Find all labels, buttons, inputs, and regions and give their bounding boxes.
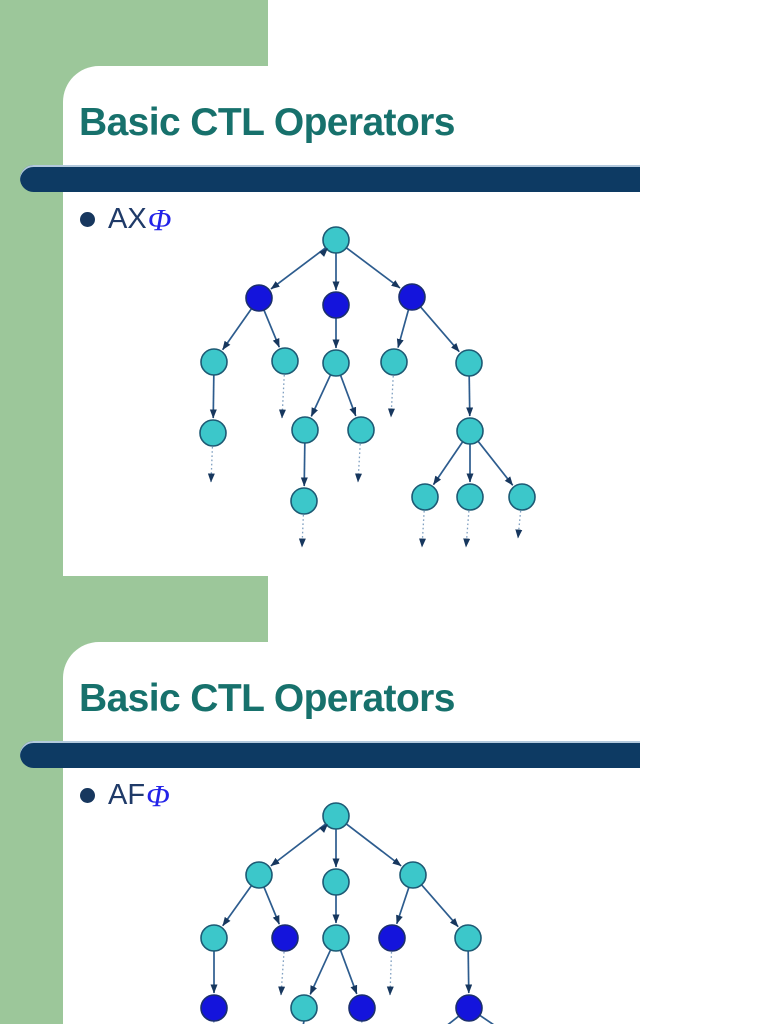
slide-2: Basic CTL Operators AF Φ (0, 576, 768, 1024)
tree-edge (345, 823, 402, 867)
tree-dotted-continuation (463, 510, 471, 548)
tree-edge (209, 374, 217, 419)
slide-title: Basic CTL Operators (79, 677, 455, 720)
tree-edge (263, 309, 281, 348)
state-node-blue (348, 994, 376, 1022)
tree-edge (420, 884, 459, 928)
tree-dotted-continuation (354, 443, 362, 483)
state-node-cyan (399, 861, 427, 889)
tree-edge (310, 374, 332, 417)
tree-clipped-stub (212, 1020, 215, 1024)
state-node-cyan (380, 348, 408, 376)
state-node-blue (455, 994, 483, 1022)
tree-edge (221, 308, 253, 351)
state-node-cyan (454, 924, 482, 952)
state-node-cyan (456, 417, 484, 445)
slide-1: Basic CTL Operators AX Φ (0, 0, 640, 576)
ctl-tree-diagram-af (200, 802, 495, 1024)
state-node-blue (378, 924, 406, 952)
tree-edge (270, 823, 327, 867)
title-underline-bar (20, 165, 640, 192)
tree-dotted-continuation (386, 951, 394, 996)
tree-edge (396, 309, 410, 349)
state-node-cyan (322, 349, 350, 377)
state-node-cyan (322, 226, 350, 254)
tree-dotted-continuation (278, 951, 286, 996)
state-node-cyan (456, 483, 484, 511)
state-node-cyan (411, 483, 439, 511)
tree-edge (432, 441, 464, 486)
bullet-dot (80, 211, 95, 227)
state-node-cyan (271, 347, 299, 375)
tree-edge (345, 247, 401, 289)
tree-edge (419, 306, 460, 353)
state-node-cyan (508, 483, 536, 511)
tree-edge (477, 440, 514, 486)
state-node-blue (322, 291, 350, 319)
tree-edge (309, 949, 332, 995)
root-incoming-arrowhead (319, 824, 328, 833)
tree-clipped-branch (479, 1014, 495, 1024)
state-node-cyan (322, 802, 350, 830)
state-node-cyan (199, 419, 227, 447)
tree-edge (395, 887, 410, 925)
title-underline-bar (20, 741, 640, 768)
root-incoming-arrowhead (319, 248, 328, 257)
state-node-cyan (290, 487, 318, 515)
tree-dotted-continuation (387, 375, 395, 418)
bullet-item: AF Φ (80, 777, 170, 813)
tree-edge (222, 885, 253, 927)
bullet-operator-text: AF (108, 778, 146, 811)
ctl-tree-diagram-ax (199, 226, 536, 548)
state-node-blue (398, 283, 426, 311)
state-node-cyan (290, 994, 318, 1022)
tree-dotted-continuation (207, 446, 215, 483)
state-node-cyan (455, 349, 483, 377)
tree-edge (339, 374, 357, 417)
tree-dotted-continuation (515, 510, 523, 539)
tree-clipped-branch (447, 1015, 460, 1024)
state-node-cyan (291, 416, 319, 444)
tree-dotted-continuation (298, 514, 306, 548)
bullet-operator-text: AX (108, 202, 147, 235)
tree-dotted-continuation (278, 374, 286, 419)
bullet-phi-symbol: Φ (146, 777, 170, 813)
tree-edge (339, 949, 358, 995)
slide-title: Basic CTL Operators (79, 101, 455, 144)
state-node-cyan (322, 924, 350, 952)
content-panel (63, 642, 768, 1024)
tree-dotted-continuation (419, 510, 427, 548)
green-sidebar-strip (0, 576, 63, 1024)
bullet-dot (80, 787, 95, 803)
green-sidebar-strip (0, 0, 63, 576)
state-node-blue (245, 284, 273, 312)
state-node-cyan (200, 924, 228, 952)
tree-edge (270, 247, 327, 290)
state-node-cyan (200, 348, 228, 376)
state-node-blue (200, 994, 228, 1022)
state-node-cyan (322, 868, 350, 896)
tree-edge (465, 950, 473, 994)
state-node-blue (271, 924, 299, 952)
tree-clipped-stub (360, 1020, 363, 1024)
bullet-phi-symbol: Φ (147, 201, 172, 237)
state-node-cyan (347, 416, 375, 444)
tree-edge (466, 375, 474, 417)
tree-edge (263, 886, 281, 925)
bullet-item: AX Φ (80, 201, 171, 237)
tree-edge (300, 442, 308, 487)
state-node-cyan (245, 861, 273, 889)
